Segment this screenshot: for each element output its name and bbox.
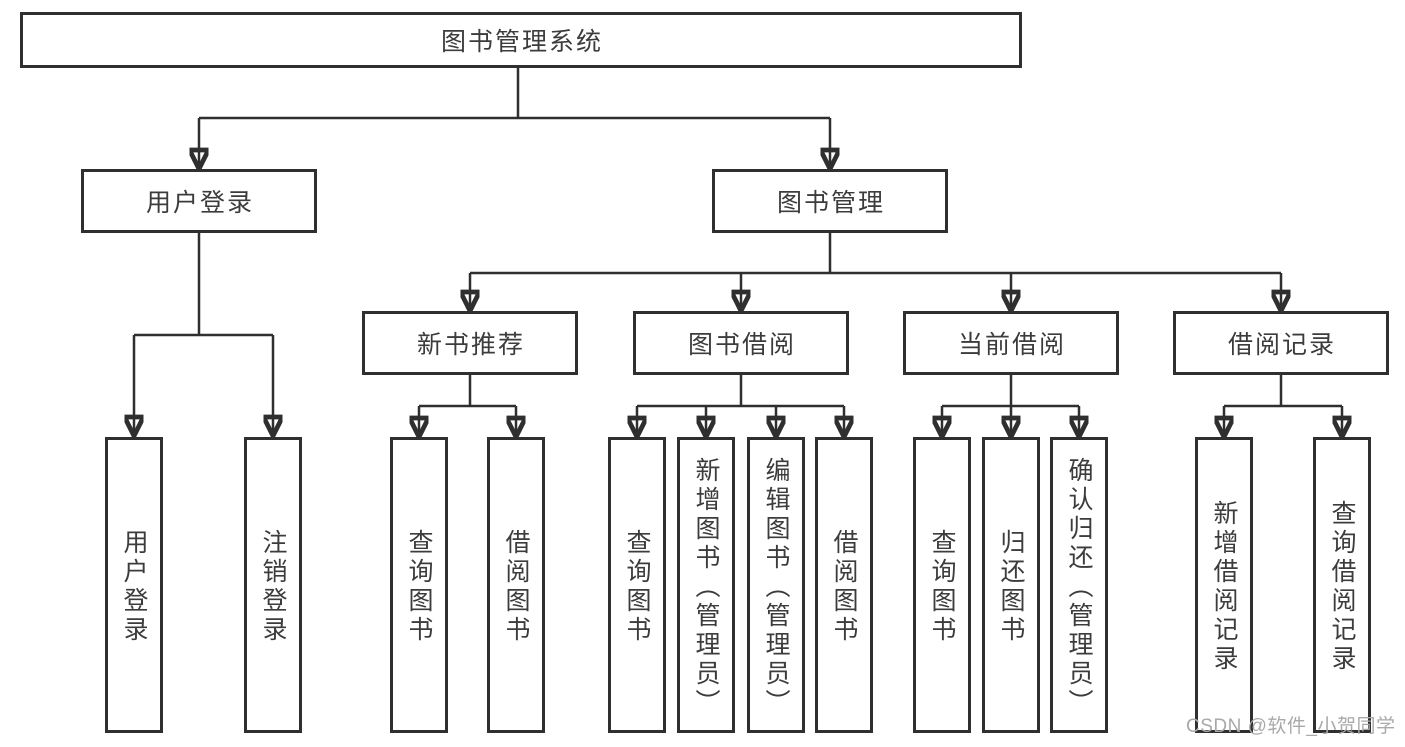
node-new-book-recommend: 新书推荐 [362, 311, 578, 375]
leaf-edit-book-admin-label: 编辑图书（管理员） [762, 456, 790, 718]
connector-book-management-split [470, 233, 1281, 275]
node-root: 图书管理系统 [20, 12, 1022, 68]
node-new-book-recommend-label: 新书推荐 [416, 331, 525, 359]
leaf-user-login: 用户登录 [105, 437, 163, 733]
connector-user-login-split [134, 233, 273, 337]
leaf-return-book-label: 归还图书 [997, 529, 1025, 645]
node-user-login: 用户登录 [81, 169, 317, 233]
node-book-borrow: 图书借阅 [633, 311, 849, 375]
leaf-query-books-1-label: 查询图书 [405, 529, 433, 645]
connector-current-split [942, 375, 1079, 408]
node-borrow-records-label: 借阅记录 [1227, 331, 1336, 359]
node-current-borrow-label: 当前借阅 [957, 331, 1066, 359]
leaf-add-borrow-record: 新增借阅记录 [1195, 437, 1253, 733]
leaf-logout-label: 注销登录 [259, 529, 287, 645]
node-book-management-label: 图书管理 [776, 189, 885, 217]
leaf-return-book: 归还图书 [982, 437, 1040, 733]
leaf-borrow-books-2: 借阅图书 [815, 437, 873, 733]
leaf-query-borrow-record: 查询借阅记录 [1313, 437, 1371, 733]
leaf-query-books-2-label: 查询图书 [623, 529, 651, 645]
leaf-logout: 注销登录 [244, 437, 302, 733]
leaf-confirm-return-admin: 确认归还（管理员） [1050, 437, 1108, 733]
connector-records-split [1224, 375, 1342, 408]
node-user-login-label: 用户登录 [145, 189, 254, 217]
csdn-watermark: CSDN @软件_小贺同学 [1186, 716, 1396, 737]
leaf-add-book-admin: 新增图书（管理员） [677, 437, 735, 733]
node-current-borrow: 当前借阅 [903, 311, 1119, 375]
leaf-borrow-books-1: 借阅图书 [487, 437, 545, 733]
connector-recommend-split [419, 375, 516, 408]
node-borrow-records: 借阅记录 [1173, 311, 1389, 375]
node-root-label: 图书管理系统 [440, 28, 603, 56]
leaf-add-borrow-record-label: 新增借阅记录 [1210, 500, 1238, 674]
leaf-query-borrow-record-label: 查询借阅记录 [1328, 500, 1356, 674]
leaf-borrow-books-1-label: 借阅图书 [502, 529, 530, 645]
leaf-borrow-books-2-label: 借阅图书 [830, 529, 858, 645]
leaf-confirm-return-admin-label: 确认归还（管理员） [1065, 456, 1093, 718]
leaf-user-login-label: 用户登录 [120, 529, 148, 645]
leaf-add-book-admin-label: 新增图书（管理员） [692, 456, 720, 718]
leaf-query-books-3: 查询图书 [913, 437, 971, 733]
node-book-management: 图书管理 [712, 169, 948, 233]
leaf-query-books-2: 查询图书 [608, 437, 666, 733]
leaf-query-books-3-label: 查询图书 [928, 529, 956, 645]
connector-borrow-split [637, 375, 844, 408]
leaf-edit-book-admin: 编辑图书（管理员） [747, 437, 805, 733]
connector-root-split [199, 68, 830, 120]
node-book-borrow-label: 图书借阅 [687, 331, 796, 359]
leaf-query-books-1: 查询图书 [390, 437, 448, 733]
